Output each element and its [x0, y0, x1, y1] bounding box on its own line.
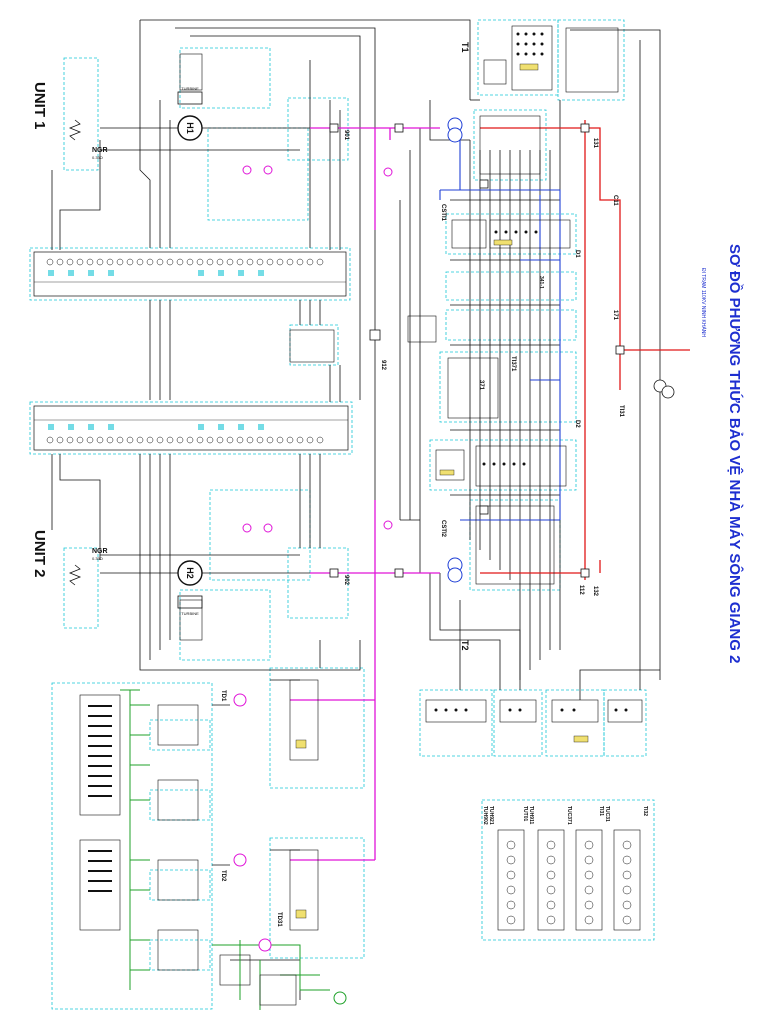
legend-item-3: TUC371: [566, 806, 572, 825]
td1-label: TD1: [220, 690, 226, 702]
label-d2: D2: [574, 420, 580, 428]
right-labels: TI371 CSTI1 CSTI2 112 171 131 132 912 90…: [343, 130, 624, 597]
label-d1: D1: [574, 250, 580, 258]
ct-circles-green: [333, 991, 347, 1005]
wiring-black: [51, 19, 661, 1000]
relay-panel-unit2: [33, 405, 349, 451]
relay-panel-unit1: [33, 251, 347, 297]
breakers: [329, 123, 625, 578]
transformer-t2: [447, 557, 463, 583]
diagram-title: SƠ ĐỒ PHƯƠNG THỨC BẢO VỆ NHÀ MÁY SÔNG GI…: [726, 244, 744, 663]
label-371: 371: [478, 380, 484, 391]
td2-label: TD2: [220, 870, 226, 882]
label-ti31: TI31: [618, 405, 624, 418]
panel-boxes: [29, 19, 647, 1010]
label-341-1: 341-1: [538, 276, 544, 289]
unit1-label: UNIT 1: [31, 82, 48, 130]
generator-h1-label: H1: [185, 122, 195, 134]
transformer-t1-label: T1: [460, 42, 470, 53]
ngr1-value: 0.35Ω: [92, 155, 103, 160]
label-ti371: TI371: [510, 356, 516, 372]
transformer-t1: [447, 117, 463, 143]
ngr-unit1: NGR 0.35Ω: [68, 119, 108, 160]
turbine1-label: TURBINE: [181, 86, 199, 91]
label-131: 131: [592, 138, 598, 149]
label-902: 902: [343, 575, 349, 586]
label-csti1: CSTI1: [440, 204, 446, 222]
ngr2-label: NGR: [92, 548, 108, 555]
label-112: 112: [578, 585, 584, 595]
wiring-red: [480, 120, 690, 580]
line-c11-label: C11: [612, 195, 618, 206]
wiring-magenta: [290, 127, 440, 861]
label-132: 132: [592, 586, 598, 597]
legend-item-2: TUH911: [528, 806, 534, 825]
label-csti2: CSTI2: [440, 520, 446, 538]
title-group: SƠ ĐỒ PHƯƠNG THỨC BẢO VỆ NHÀ MÁY SÔNG GI…: [700, 244, 744, 663]
relay-boxes-right: [179, 25, 643, 931]
unit2-label: UNIT 2: [31, 530, 48, 578]
legend-box: TUH921 TUH911 TUC371 TUC31 TUH902 TUT01 …: [481, 799, 655, 941]
legend-item-1: TUH921: [488, 806, 494, 825]
legend-item-6: TUT01: [522, 806, 528, 822]
relay-highlights: [295, 63, 589, 919]
line-vt: [653, 379, 675, 399]
diagram-subtitle: ĐI TRẠM 110KV NINH KHÁNH: [700, 268, 707, 337]
legend-item-5: TUH902: [482, 806, 488, 825]
label-171: 171: [612, 310, 618, 321]
label-912: 912: [380, 360, 386, 371]
ngr-unit2: NGR 0.35Ω: [68, 548, 108, 586]
legend-item-8: TI32: [642, 806, 648, 816]
legend-item-7: TI31: [598, 806, 604, 816]
transformer-t2-label: T2: [460, 640, 470, 651]
td31-label: TD31: [276, 912, 282, 927]
relay-box-dots: [434, 32, 628, 712]
ngr2-value: 0.35Ω: [92, 556, 103, 561]
aux-switchboard: [79, 694, 297, 1006]
legend-item-4: TUC31: [604, 806, 610, 822]
generator-h2: H2 TURBINE: [177, 560, 203, 616]
ct-circles: [233, 165, 393, 952]
generator-h1: H1 TURBINE: [177, 86, 203, 141]
wiring-blue: [439, 140, 561, 521]
label-901: 901: [343, 130, 349, 141]
ngr1-label: NGR: [92, 147, 108, 154]
wiring-green: [120, 689, 330, 1010]
generator-h2-label: H2: [185, 567, 195, 579]
turbine2-label: TURBINE: [181, 611, 199, 616]
